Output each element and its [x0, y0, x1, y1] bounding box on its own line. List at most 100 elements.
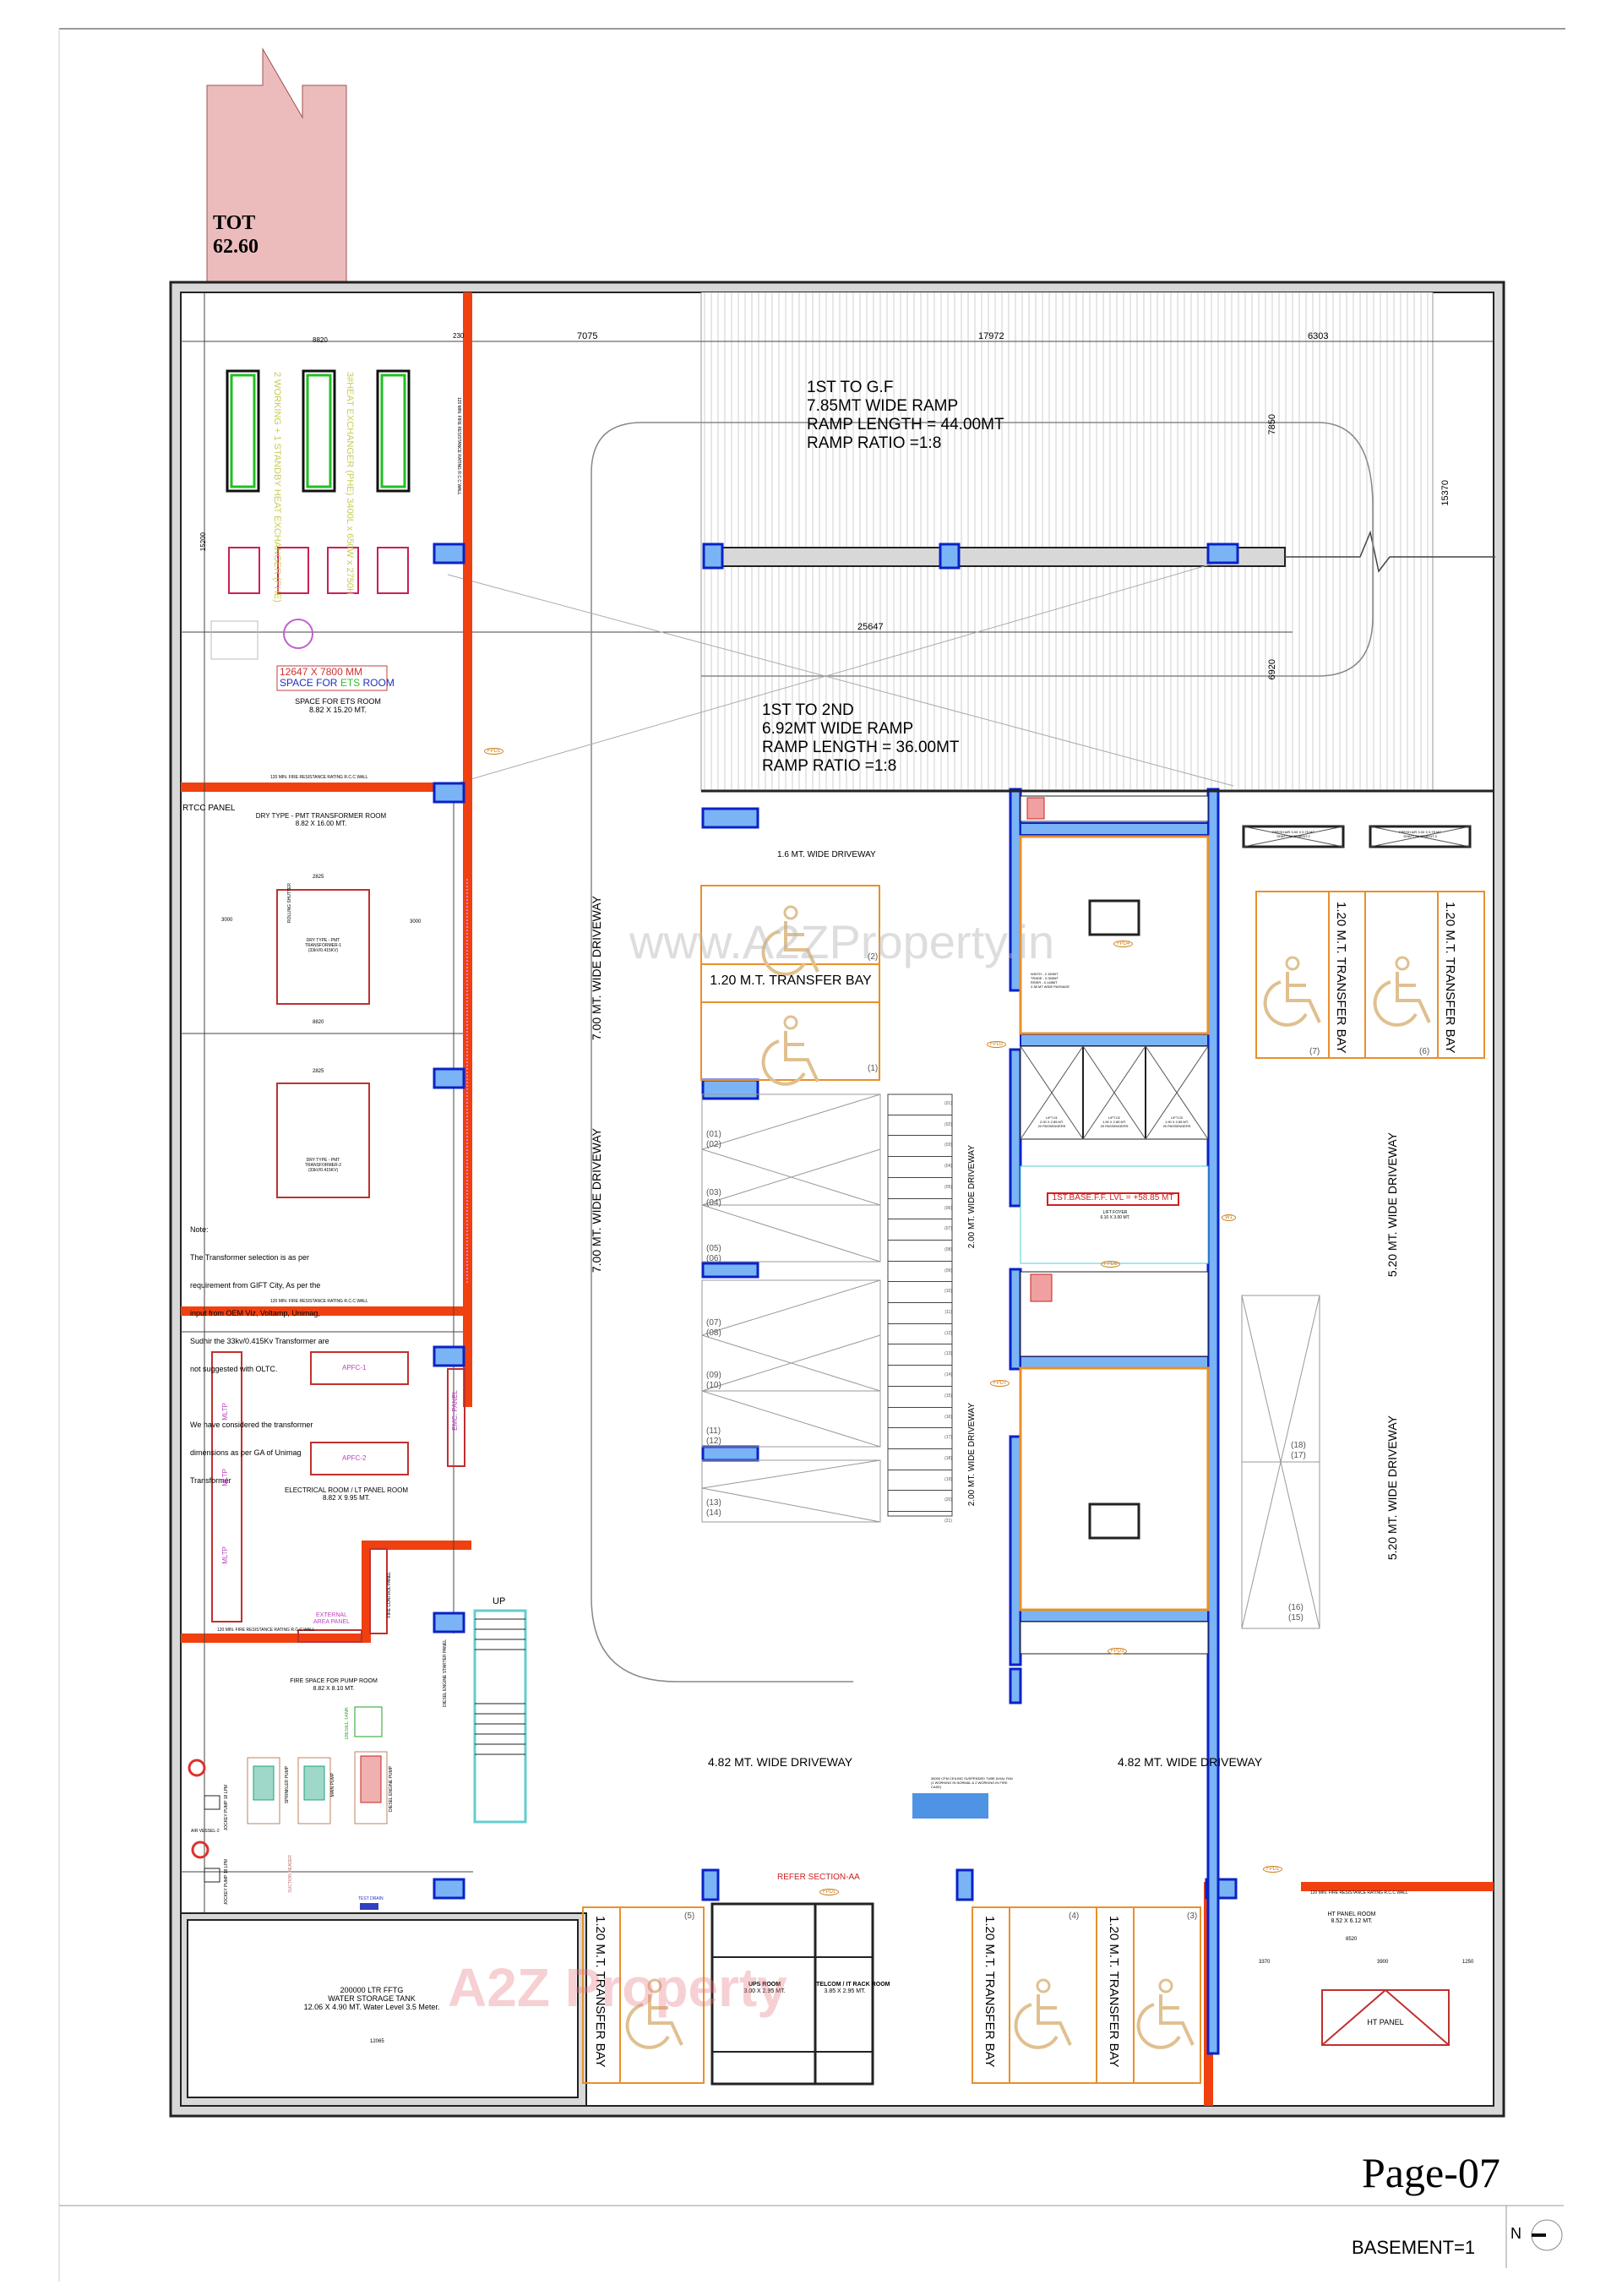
mltp-label: MLTP — [221, 1403, 229, 1421]
emc-panel-label: EMC. PANEL — [451, 1390, 459, 1431]
ets-wall-dim: 230 — [453, 332, 465, 340]
sprinkler-pump-label: SPRINKLER PUMP — [285, 1766, 290, 1804]
water-tank-width-dim: 12065 — [370, 2039, 384, 2044]
ht-dim-b: 3900 — [1377, 1960, 1389, 1965]
fpd-tag: FPD1 — [819, 1889, 840, 1895]
bay-number: (4) — [1069, 1912, 1080, 1921]
dim-transformer-2-width: 2825 — [313, 1069, 324, 1074]
dim-transformer-side: 3000 — [410, 919, 422, 924]
transfer-bays — [582, 885, 1485, 2084]
jockey-pump-label: JOCKEY PUMP 18 LPM — [224, 1859, 229, 1906]
transfer-bay-label: 1.20 M.T. TRANSFER BAY — [1443, 902, 1457, 1054]
fire-duct-icon — [1026, 797, 1045, 820]
suction-header-label: SUCTION HEADER — [288, 1855, 293, 1893]
air-vessel-2-icon — [191, 1841, 210, 1859]
page-number: Page-07 — [1362, 2149, 1500, 2196]
driveway-52-upper-label: 5.20 MT. WIDE DRIVEWAY — [1385, 1132, 1399, 1278]
dim-transformer-room: 8820 — [313, 1020, 324, 1025]
dim-top-right: 6303 — [1308, 331, 1329, 341]
ets-width-dim: 8820 — [313, 336, 328, 344]
refer-section-label: REFER SECTION-AA — [777, 1873, 860, 1882]
fire-control-panel — [369, 1548, 388, 1634]
axial-fan-icon — [912, 1793, 988, 1819]
transformer-2 — [276, 1083, 370, 1198]
car-parking-numbers: (13)(14) — [706, 1498, 721, 1518]
driveway-7-lower-label: 7.00 MT. WIDE DRIVEWAY — [590, 1128, 603, 1273]
bay-number: (5) — [684, 1912, 695, 1921]
dim-top-mid: 17972 — [978, 331, 1004, 341]
fire-wall-label: 120 MIN. FIRE RESISTANCE RATING R.C.C WA… — [456, 397, 461, 495]
fire-pumps — [247, 1706, 388, 1824]
air-vessel-1-icon — [188, 1759, 206, 1777]
central-core — [1009, 788, 1220, 2055]
apfc-1 — [310, 1351, 409, 1385]
ets-space-note: 12647 X 7800 MM SPACE FOR ETS ROOM — [280, 666, 395, 689]
two-wheeler-slot-list: (01)(02)(03) (04)(05)(06) (07)(08)(09) (… — [888, 1094, 952, 1532]
dim-transformer-1-width: 2825 — [313, 875, 324, 880]
left-staircase — [473, 1609, 527, 1824]
apfc-2-label: APFC-2 — [342, 1454, 367, 1462]
fpd-tag: FPD1 — [484, 748, 504, 755]
transformer-1 — [276, 889, 370, 1005]
bay-number: (7) — [1309, 1047, 1320, 1056]
fpd-tag: FPD1 — [1263, 1866, 1283, 1873]
transformer-note: Note: The Transformer selection is as pe… — [190, 1225, 329, 1485]
driveway-52-lower-label: 5.20 MT. WIDE DRIVEWAY — [1385, 1415, 1399, 1561]
fpd-tag: FPD7 — [990, 1380, 1010, 1387]
ups-telcom-block — [710, 1902, 874, 2086]
axial-fan-note: 36000 CFM CEILING SUSPENDED TUBE AXIAL F… — [931, 1776, 1013, 1789]
car-parking-numbers: (01)(02) — [706, 1130, 721, 1149]
diesel-starter-label: DIESEL ENGINE STARTER PANEL — [443, 1639, 448, 1707]
car-parking-numbers: (18)(17) — [1291, 1441, 1306, 1460]
car-parking-numbers: (03)(04) — [706, 1188, 721, 1208]
heat-exchanger-note-2: 2 WORKING + 1 STANDBY HEAT EXCHANGER (PH… — [272, 372, 282, 603]
ramp-area — [701, 292, 1433, 791]
pressurisation-unit-icon — [210, 620, 259, 660]
tot-marker-label: TOT 62.60 — [213, 212, 259, 258]
stair-up-label: UP — [493, 1596, 506, 1606]
dim-total-right: 15370 — [1440, 480, 1451, 506]
fpd-tag: FPD4 — [1113, 941, 1134, 947]
mltp-label: MLTP — [221, 1469, 229, 1486]
bay-number: (6) — [1419, 1047, 1430, 1056]
external-area-panel — [297, 1629, 362, 1643]
ramp-divider — [703, 547, 1286, 567]
fire-wall-label: 120 MIN. FIRE RESISTANCE RATING R.C.C WA… — [1310, 1890, 1408, 1895]
car-parking-numbers: (09)(10) — [706, 1371, 721, 1390]
watermark-url: www.A2ZProperty.in — [629, 915, 1055, 968]
heat-exchanger-note: 3#HEAT EXCHANGER (PHE) 3400L x 650W x 27… — [345, 372, 355, 595]
emc-panel — [447, 1368, 465, 1467]
diesel-tank-label: DIESEL TANK — [345, 1707, 350, 1740]
dim-transformer-side: 3000 — [221, 918, 233, 923]
test-drain-label: TEST DRAIN — [358, 1896, 384, 1901]
ffl-level-label: 1ST.BASE.F.F. LVL = +58.85 MT — [1052, 1193, 1174, 1203]
apfc-1-label: APFC-1 — [342, 1364, 367, 1372]
car-parking-numbers: (05)(06) — [706, 1244, 721, 1263]
transfer-bay-label: 1.20 M.T. TRANSFER BAY — [1334, 902, 1348, 1054]
apfc-2 — [310, 1442, 409, 1475]
fire-wall-label: 120 MIN. FIRE RESISTANCE RATING R.C.C WA… — [217, 1628, 315, 1633]
fpd-tag: FPD3 — [1108, 1648, 1128, 1655]
transfer-bay-label: 1.20 M.T. TRANSFER BAY — [1107, 1916, 1121, 2068]
driveway-2-upper-label: 2.00 MT. WIDE DRIVEWAY — [967, 1145, 977, 1249]
test-drain-icon — [360, 1903, 378, 1910]
level-label: BASEMENT=1 — [1352, 2237, 1476, 2258]
water-tank — [187, 1919, 579, 2098]
ets-space-box — [276, 665, 388, 691]
transfer-bay-label: 1.20 M.T. TRANSFER BAY — [710, 973, 872, 988]
fpd-tag: FPD5 — [1101, 1261, 1121, 1268]
driveway-1-6-label: 1.6 MT. WIDE DRIVEWAY — [777, 850, 876, 859]
jockey-pump-1-icon — [204, 1795, 220, 1810]
